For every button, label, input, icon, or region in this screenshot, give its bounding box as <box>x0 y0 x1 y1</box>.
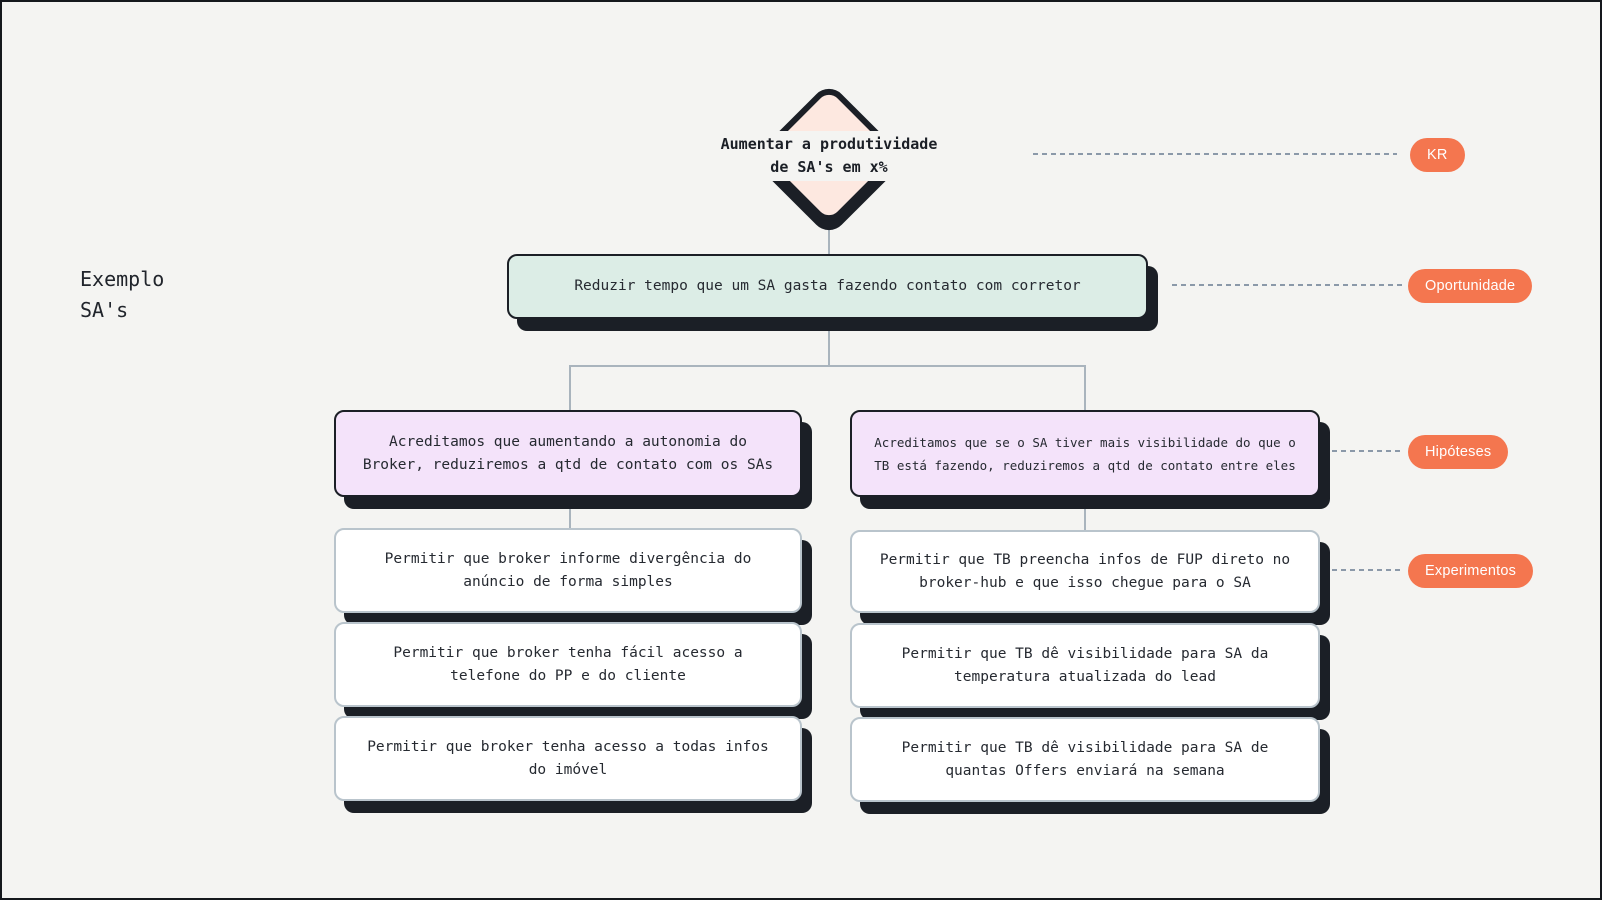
experiment-right-3-text: Permitir que TB dê visibilidade para SA … <box>901 739 1269 779</box>
dashed-line-kr <box>1033 153 1397 155</box>
experiment-node-right-2[interactable]: Permitir que TB dê visibilidade para SA … <box>850 623 1320 708</box>
hypothesis-right-text: Acreditamos que se o SA tiver mais visib… <box>874 434 1296 473</box>
experiment-left-3-text: Permitir que broker tenha acesso a todas… <box>367 738 769 778</box>
connector-opportunity-down <box>828 319 830 367</box>
badge-kr[interactable]: KR <box>1410 138 1465 172</box>
experiment-right-1-text: Permitir que TB preencha infos de FUP di… <box>879 551 1291 591</box>
dashed-line-experiments <box>1332 569 1404 571</box>
experiment-node-right-1[interactable]: Permitir que TB preencha infos de FUP di… <box>850 530 1320 613</box>
opportunity-node-text: Reduzir tempo que um SA gasta fazendo co… <box>574 278 1081 294</box>
experiment-node-left-3[interactable]: Permitir que broker tenha acesso a todas… <box>334 716 802 801</box>
kr-label-line2: de SA's em x% <box>770 158 888 176</box>
experiment-right-2-text: Permitir que TB dê visibilidade para SA … <box>901 645 1269 685</box>
hypothesis-node-left[interactable]: Acreditamos que aumentando a autonomia d… <box>334 410 802 497</box>
kr-node-label: Aumentar a produtividade de SA's em x% <box>699 131 959 181</box>
dashed-line-hypotheses <box>1332 450 1404 452</box>
experiment-left-2-text: Permitir que broker tenha fácil acesso a… <box>393 644 743 684</box>
kr-label-line1: Aumentar a produtividade <box>720 135 938 153</box>
experiment-node-right-3[interactable]: Permitir que TB dê visibilidade para SA … <box>850 717 1320 802</box>
hypothesis-node-right[interactable]: Acreditamos que se o SA tiver mais visib… <box>850 410 1320 497</box>
connector-split-left <box>569 365 571 412</box>
badge-opportunity[interactable]: Oportunidade <box>1408 269 1533 303</box>
side-label-line1: Exemplo <box>80 267 165 291</box>
badge-experiments[interactable]: Experimentos <box>1408 554 1534 588</box>
connector-split-horizontal <box>569 365 1086 367</box>
dashed-line-opportunity <box>1172 284 1404 286</box>
opportunity-node[interactable]: Reduzir tempo que um SA gasta fazendo co… <box>507 254 1148 319</box>
hypothesis-left-text: Acreditamos que aumentando a autonomia d… <box>362 433 774 473</box>
connector-kr-to-opportunity <box>828 226 830 256</box>
experiment-node-left-1[interactable]: Permitir que broker informe divergência … <box>334 528 802 613</box>
side-label-line2: SA's <box>80 298 129 322</box>
connector-split-right <box>1084 365 1086 412</box>
badge-hypotheses[interactable]: Hipóteses <box>1408 435 1509 469</box>
side-label: Exemplo SA's <box>80 264 164 326</box>
connector-hypothesis-left-down <box>569 497 571 530</box>
connector-hypothesis-right-down <box>1084 499 1086 532</box>
experiment-left-1-text: Permitir que broker informe divergência … <box>384 550 752 590</box>
experiment-node-left-2[interactable]: Permitir que broker tenha fácil acesso a… <box>334 622 802 707</box>
